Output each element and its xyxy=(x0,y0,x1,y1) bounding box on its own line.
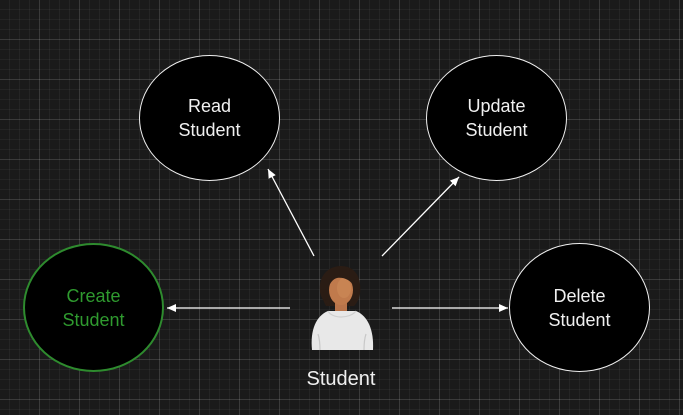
node-create-label: Create Student xyxy=(25,284,162,332)
node-update-line2: Student xyxy=(465,120,528,140)
node-create-student[interactable]: Create Student xyxy=(23,243,164,372)
node-delete-line1: Delete xyxy=(553,285,606,306)
node-create-line1: Create xyxy=(66,285,121,306)
node-read-line2: Student xyxy=(178,120,241,140)
node-delete-line2: Student xyxy=(548,309,611,330)
node-update-label: Update Student xyxy=(427,94,566,142)
node-create-line2: Student xyxy=(62,309,125,330)
node-read-line1: Read xyxy=(187,96,232,116)
node-read-label: Read Student xyxy=(140,94,279,142)
edge-student-to-update[interactable] xyxy=(381,176,460,257)
node-update-line1: Update xyxy=(467,96,526,116)
person-avatar-icon[interactable] xyxy=(304,264,380,352)
node-delete-label: Delete Student xyxy=(510,284,649,332)
node-read-student[interactable]: Read Student xyxy=(139,55,280,181)
edge-student-to-read[interactable] xyxy=(267,168,315,257)
node-delete-student[interactable]: Delete Student xyxy=(509,243,650,372)
actor-label: Student xyxy=(306,368,376,390)
node-update-student[interactable]: Update Student xyxy=(426,55,567,181)
